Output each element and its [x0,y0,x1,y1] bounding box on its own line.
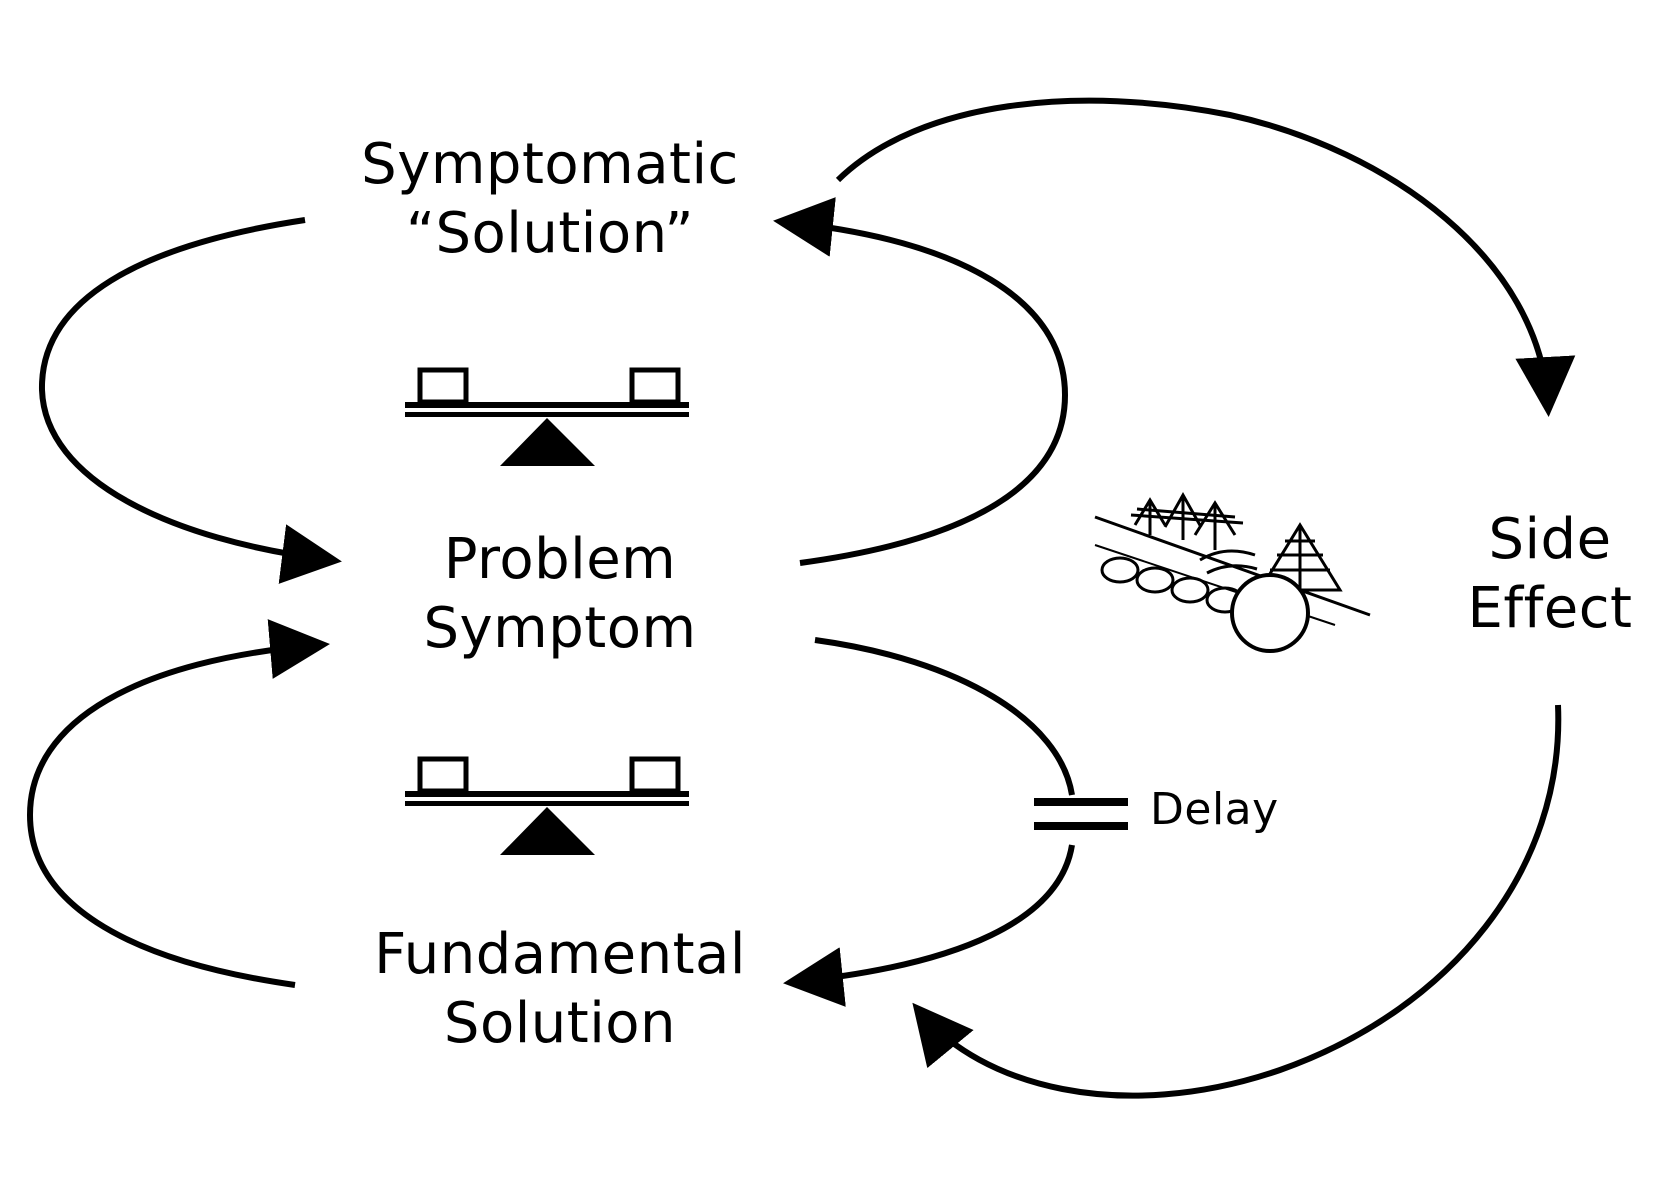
arrow-problem-to-symptomatic [773,197,1069,566]
node-symptomatic-solution-line1: Symptomatic [361,132,739,197]
node-symptomatic-solution: Symptomatic “Solution” [330,130,770,269]
balance-scale-icon [405,756,689,855]
node-problem-symptom-line2: Symptom [423,596,697,662]
node-problem-symptom-line1: Problem [443,527,677,592]
node-fundamental-solution-line1: Fundamental [374,922,746,987]
node-fundamental-solution-line2: Solution [443,991,677,1057]
node-side-effect: Side Effect [1440,505,1660,644]
node-side-effect-line2: Effect [1467,576,1633,642]
arrow-symptomatic-to-problem [38,217,342,584]
balance-scale-icon [405,367,689,466]
arrow-fundamental-to-problem [26,619,330,988]
arrow-side-effect-to-fundamental [912,704,1562,1099]
node-problem-symptom: Problem Symptom [360,525,760,664]
landscape-sketch-icon [1094,491,1371,653]
node-fundamental-solution: Fundamental Solution [340,920,780,1059]
arrow-problem-to-fundamental-upper [814,637,1075,796]
arrow-symptomatic-to-side-effect [835,97,1576,417]
delay-double-line-icon [1034,798,1128,830]
delay-label: Delay [1150,784,1279,835]
arrow-problem-to-fundamental-lower [783,844,1075,1007]
node-side-effect-line1: Side [1488,507,1612,572]
node-symptomatic-solution-line2: “Solution” [405,201,695,267]
